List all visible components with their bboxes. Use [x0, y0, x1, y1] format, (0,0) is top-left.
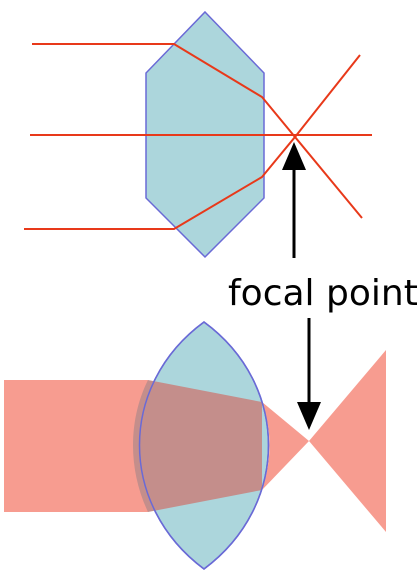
lower-ray	[24, 135, 363, 230]
top-lens-group	[24, 10, 372, 259]
beam-in-lens	[133, 380, 262, 512]
incoming-beam	[4, 380, 148, 512]
bottom-lens-group	[4, 321, 386, 570]
up-arrow	[282, 142, 306, 258]
down-arrow	[297, 318, 321, 430]
upper-ray	[32, 43, 361, 139]
diverging-beam	[309, 350, 386, 532]
focal-point-label: focal point	[228, 273, 418, 314]
converging-beam	[262, 402, 309, 490]
convex-lens-outline	[138, 321, 270, 570]
